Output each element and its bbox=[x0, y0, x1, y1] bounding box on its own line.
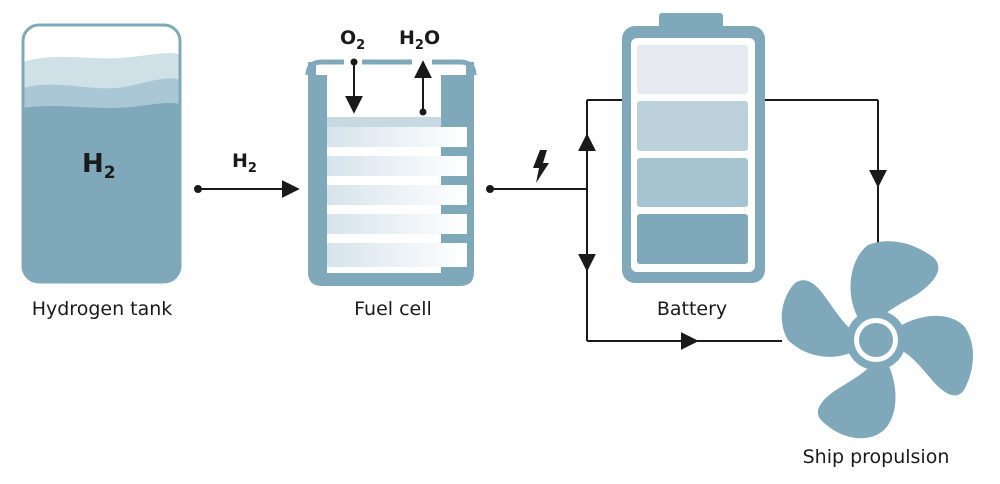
propeller-blade bbox=[850, 241, 939, 324]
propeller-hub-center bbox=[859, 323, 893, 357]
battery-label: Battery bbox=[657, 298, 727, 320]
fuel-cell-lid bbox=[305, 59, 477, 76]
fuel-cell-top-strip bbox=[327, 117, 441, 127]
lightning-bolt-icon bbox=[533, 150, 549, 183]
battery-charge-wire bbox=[578, 99, 622, 189]
fuel-cell-label: Fuel cell bbox=[354, 298, 432, 320]
direct-propulsion-wire bbox=[578, 189, 782, 350]
fuel-cell-plates bbox=[327, 127, 467, 267]
fuel-cell-plate bbox=[327, 156, 467, 176]
propeller-blade bbox=[817, 360, 896, 439]
tank-liquid bbox=[23, 102, 180, 282]
fuel-cell bbox=[305, 58, 477, 286]
h2o-formula: H2O bbox=[399, 27, 440, 53]
battery-cell-4 bbox=[637, 214, 748, 264]
ship-propeller bbox=[781, 241, 973, 439]
battery-discharge-wire bbox=[765, 99, 887, 246]
fuel-cell-plate bbox=[327, 214, 467, 234]
propeller-blade bbox=[894, 315, 973, 396]
tank-h2-formula: H2 bbox=[82, 149, 116, 183]
battery-cell-2 bbox=[637, 101, 748, 151]
battery-cell-3 bbox=[637, 158, 748, 207]
fuel-cell-plate bbox=[327, 185, 467, 205]
fuel-cell-plate bbox=[327, 243, 467, 267]
h2-flow-arrow bbox=[194, 180, 300, 198]
battery-inner bbox=[631, 38, 755, 272]
ship-propulsion-label: Ship propulsion bbox=[803, 446, 950, 468]
propeller-blade bbox=[781, 280, 856, 357]
electric-output-line bbox=[486, 185, 587, 193]
h2-flow-formula: H2 bbox=[232, 150, 257, 176]
o2-formula: O2 bbox=[340, 27, 365, 53]
battery-cell-1 bbox=[637, 45, 748, 94]
hydrogen-tank: H2 bbox=[21, 23, 182, 284]
battery bbox=[622, 13, 765, 283]
fuel-cell-plate bbox=[327, 127, 467, 147]
tank-outline bbox=[21, 23, 182, 284]
hydrogen-tank-label: Hydrogen tank bbox=[32, 298, 173, 320]
